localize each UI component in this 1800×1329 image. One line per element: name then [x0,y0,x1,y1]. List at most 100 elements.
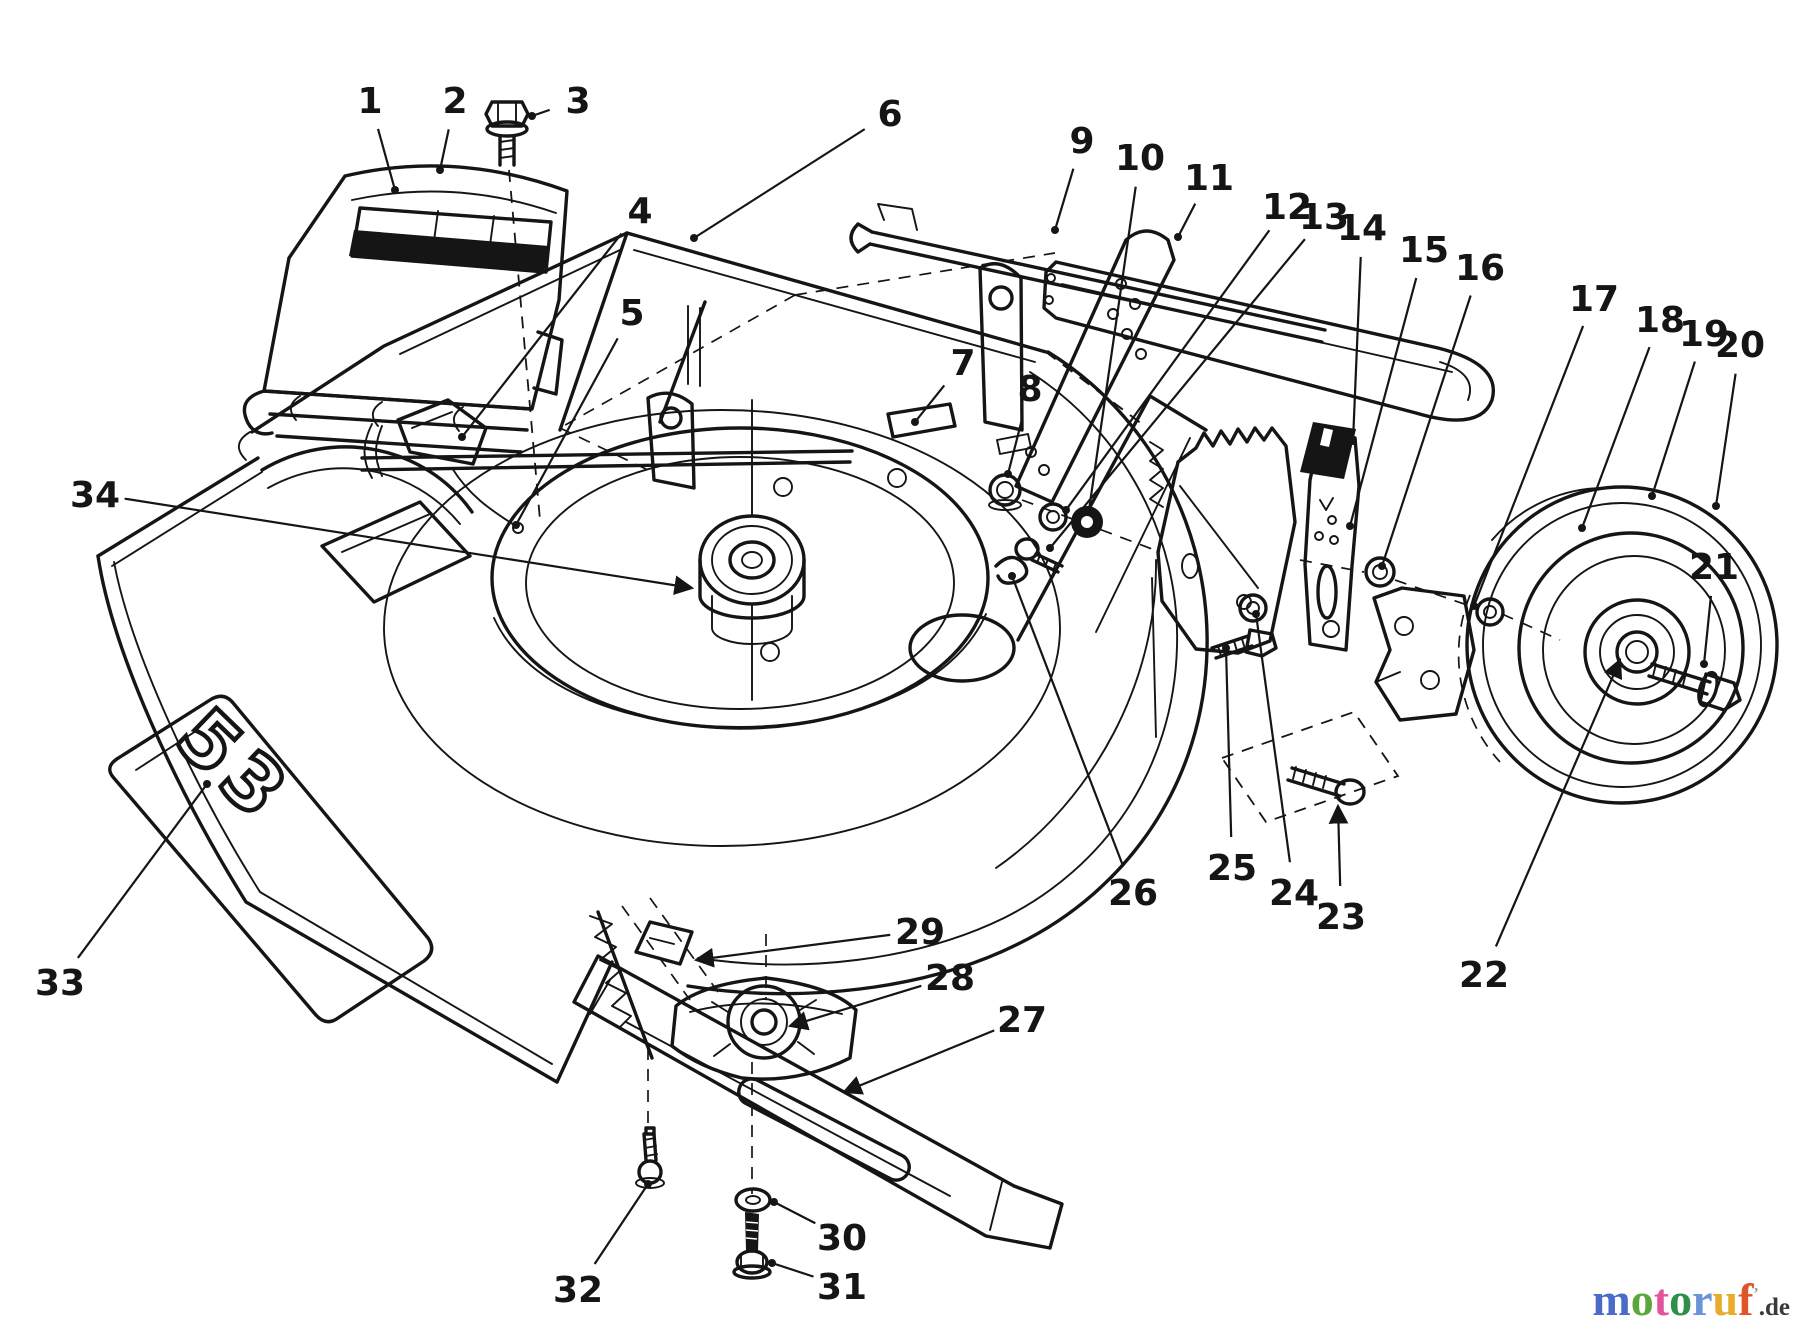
callout-label-4: 4 [627,191,652,232]
callout-label-28: 28 [925,958,975,999]
callout-tip-3 [528,112,536,120]
callout-tip-4 [458,433,466,441]
spindle-pulley [698,399,806,701]
callout-leader-7 [914,384,946,423]
callout-label-27: 27 [997,1000,1047,1041]
callout-leader-5 [515,337,619,526]
callout-leader-18 [1580,346,1651,529]
callout-label-34: 34 [70,475,120,516]
logo-letter: m [1592,1274,1631,1325]
callout-tip-33 [203,780,211,788]
callout-tip-15 [1346,522,1354,530]
callout-tip-6 [690,234,698,242]
callout-label-23: 23 [1316,897,1366,938]
callout-tip-32 [644,1180,652,1188]
callout-leader-2 [438,129,450,171]
axle-bolt [1647,662,1742,712]
callout-label-3: 3 [565,81,590,122]
callout-label-11: 11 [1184,158,1234,199]
callout-leader-32 [593,1183,649,1265]
callout-tip-18 [1578,524,1586,532]
callout-label-25: 25 [1207,848,1257,889]
blade [572,954,1064,1250]
callout-label-32: 32 [553,1270,603,1311]
callout-label-14: 14 [1337,208,1387,249]
callout-tip-17 [1470,602,1478,610]
callout-leader-10 [1087,186,1137,511]
callout-tip-24 [1252,610,1260,618]
callout-leader-27 [841,1029,995,1095]
callout-label-29: 29 [895,912,945,953]
callout-label-12: 12 [1262,187,1312,228]
discharge-latch [260,398,524,604]
callout-leader-16 [1380,295,1472,567]
wheel [1457,485,1779,805]
logo-letter: f [1738,1274,1754,1325]
callout-label-30: 30 [817,1218,867,1259]
logo-letter: o [1630,1274,1654,1325]
callout-leader-30 [773,1201,816,1225]
callout-tip-7 [911,418,919,426]
callout-tip-5 [512,521,520,529]
callout-leader-20 [1714,373,1737,507]
callout-tip-16 [1378,562,1386,570]
callout-label-20: 20 [1715,325,1765,366]
callout-leader-13 [1049,238,1306,549]
hood-grille-band [349,230,549,273]
callout-leader-34 [124,497,695,596]
callout-leader-17 [1472,325,1585,607]
lever-grip-pad [1300,422,1356,479]
callout-leader-26 [1010,575,1124,865]
callout-tip-14 [1349,437,1357,445]
callout-label-16: 16 [1455,248,1505,289]
callout-label-31: 31 [817,1267,867,1308]
callout-leader-25 [1224,647,1233,838]
logo-letter: t [1653,1274,1670,1325]
hood-bolt [484,100,541,521]
callout-label-1: 1 [357,81,382,122]
callout-leader-21 [1702,595,1713,665]
callout-label-6: 6 [877,94,902,135]
callout-tip-1 [391,186,399,194]
callout-label-24: 24 [1269,873,1319,914]
handle-hardware [849,203,1495,504]
callout-leader-33 [76,783,208,959]
callout-tip-13 [1046,544,1054,552]
callout-leader-15 [1348,277,1418,527]
deck-side-decal-panel [108,694,434,1024]
callout-label-18: 18 [1635,300,1685,341]
callout-leader-14 [1351,256,1362,442]
callout-leader-19 [1650,361,1696,497]
callout-label-21: 21 [1689,547,1739,588]
callout-label-2: 2 [442,81,467,122]
callout-label-26: 26 [1108,873,1158,914]
motoruf-logo: motoruf’.de [1592,1277,1790,1323]
callout-tip-8 [1004,470,1012,478]
callout-leader-22 [1494,657,1623,947]
logo-suffix: .de [1758,1294,1790,1321]
callout-label-33: 33 [35,963,85,1004]
callout-tip-10 [1085,506,1093,514]
callout-label-5: 5 [619,293,644,334]
logo-word: motoruf [1592,1274,1753,1325]
logo-letter: r [1692,1274,1713,1325]
left-skirt: 53 [96,456,654,1084]
callout-tip-30 [770,1198,778,1206]
callout-tip-9 [1051,226,1059,234]
callout-label-22: 22 [1459,955,1509,996]
callout-leader-28 [787,984,922,1031]
logo-letter: u [1712,1274,1739,1325]
callout-leader-23 [1328,803,1349,887]
callout-label-7: 7 [950,343,975,384]
height-lever-plate [1300,422,1361,652]
callout-leader-29 [693,933,891,968]
callout-leader-11 [1177,203,1197,238]
callout-label-8: 8 [1017,369,1042,410]
callout-tip-31 [768,1259,776,1267]
callout-label-15: 15 [1399,230,1449,271]
logo-letter: o [1669,1274,1693,1325]
callout-leader-4 [461,232,623,438]
diagram-artwork: 53 [96,100,1779,1280]
